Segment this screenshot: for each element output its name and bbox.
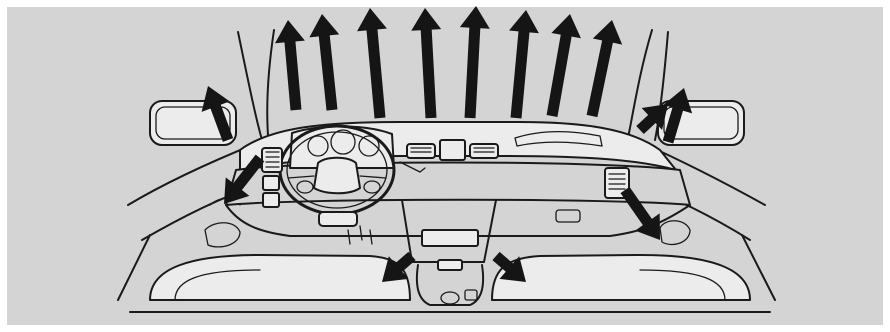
driver-seat <box>150 255 410 300</box>
arrow-shaft <box>290 40 296 110</box>
arrow-shaft <box>426 28 431 118</box>
arrow-shaft <box>470 26 475 118</box>
left-dash-vent <box>262 148 282 207</box>
passenger-seat <box>492 255 750 300</box>
